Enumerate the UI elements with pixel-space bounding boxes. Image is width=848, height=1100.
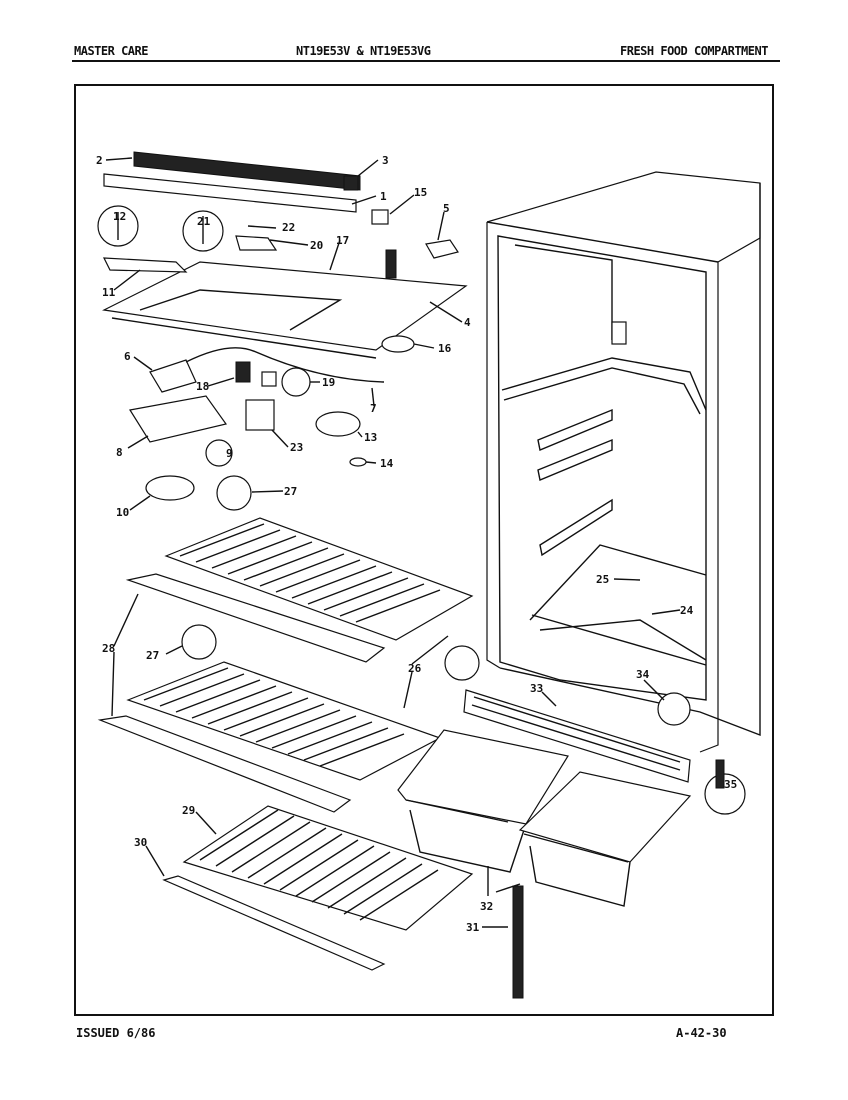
callout-34: 34 (636, 668, 650, 681)
model-numbers: NT19E53V & NT19E53VG (296, 44, 431, 58)
toe-grille (463, 689, 691, 783)
callout-32: 32 (480, 900, 493, 913)
callout-13: 13 (364, 431, 377, 444)
leader-lines (105, 157, 681, 928)
thermostat-and-light-components (129, 347, 385, 511)
callout-27-lower: 27 (146, 649, 159, 662)
upper-shelf (125, 517, 474, 663)
callout-3: 3 (382, 154, 389, 167)
callout-7: 7 (370, 402, 377, 415)
top-control-assembly (102, 151, 468, 359)
header-rule (72, 60, 780, 62)
cabinet-illustration (486, 171, 761, 753)
callout-18: 18 (196, 380, 209, 393)
callout-8: 8 (116, 446, 123, 459)
crisper-support-rod (512, 885, 524, 999)
callout-9: 9 (226, 447, 233, 460)
callout-35: 35 (724, 778, 737, 791)
diagram-frame (74, 84, 774, 1016)
callout-28: 28 (102, 642, 115, 655)
crisper-drawers (397, 729, 692, 907)
callout-23: 23 (290, 441, 303, 454)
callout-16: 16 (438, 342, 452, 355)
callout-4: 4 (464, 316, 471, 329)
leveling-components (657, 692, 746, 815)
callout-19: 19 (322, 376, 335, 389)
inset-detail-circles (97, 205, 278, 273)
callout-22: 22 (282, 221, 295, 234)
callout-12: 12 (113, 210, 126, 223)
callout-labels: 2 3 1 15 5 12 21 22 17 20 11 4 16 6 18 1… (96, 154, 737, 934)
callout-10: 10 (116, 506, 129, 519)
callout-15: 15 (414, 186, 427, 199)
callout-24: 24 (680, 604, 694, 617)
issued-date: ISSUED 6/86 (76, 1026, 156, 1040)
callout-31: 31 (466, 921, 480, 934)
crisper-cover (162, 805, 474, 971)
middle-shelf (97, 624, 480, 813)
callout-2: 2 (96, 154, 103, 167)
callout-30: 30 (134, 836, 147, 849)
callout-26: 26 (408, 662, 422, 675)
callout-14: 14 (380, 457, 394, 470)
callout-5: 5 (443, 202, 450, 215)
callout-33: 33 (530, 682, 543, 695)
callout-20: 20 (310, 239, 323, 252)
page-code: A-42-30 (676, 1026, 727, 1040)
brand-title: MASTER CARE (74, 44, 148, 58)
callout-27-upper: 27 (284, 485, 297, 498)
callout-11: 11 (102, 286, 116, 299)
callout-1: 1 (380, 190, 387, 203)
callout-21: 21 (197, 215, 211, 228)
callout-29: 29 (182, 804, 195, 817)
callout-25: 25 (596, 573, 609, 586)
callout-6: 6 (124, 350, 131, 363)
section-title: FRESH FOOD COMPARTMENT (620, 44, 768, 58)
callout-17: 17 (336, 234, 349, 247)
